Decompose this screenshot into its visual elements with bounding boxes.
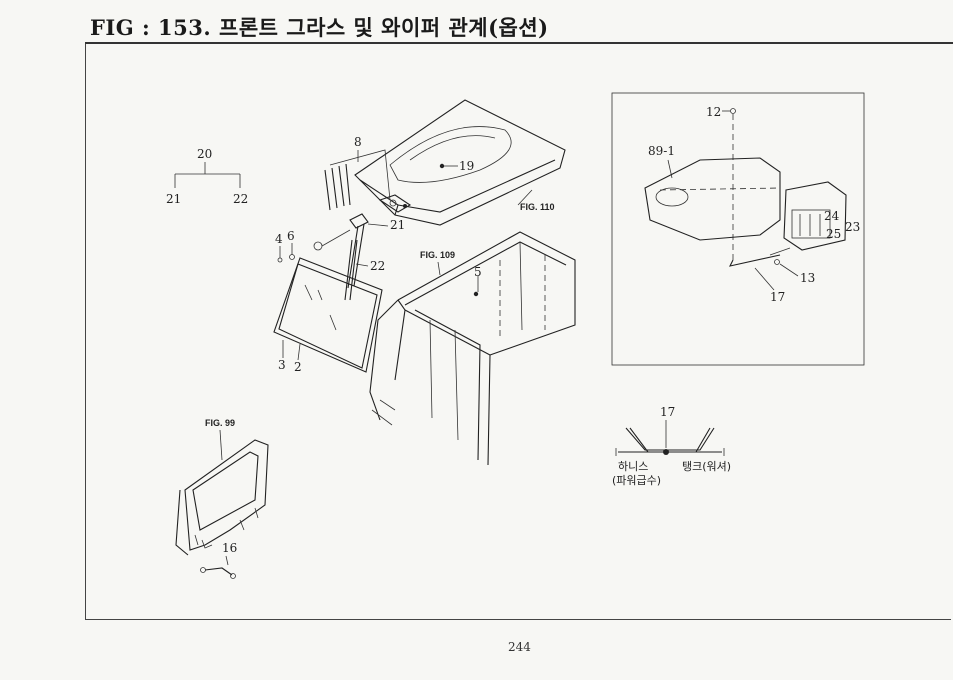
- callout-4-6: 4 6: [275, 229, 351, 263]
- callout-4: 4: [275, 232, 283, 246]
- svg-text:19: 19: [459, 159, 474, 173]
- wiper-arm-and-blade: 21 22: [344, 213, 405, 301]
- callout-12: 12: [706, 105, 721, 119]
- label-harness: 하니스: [618, 459, 648, 473]
- callout-16: 16: [222, 541, 237, 555]
- callout-21-legend: 21: [166, 192, 181, 206]
- callout-25: 25: [826, 227, 841, 241]
- callout-8: 8: [354, 135, 362, 149]
- wiper-motor-assembly: 8: [324, 135, 412, 213]
- callout-22: 22: [370, 259, 385, 273]
- callout-21: 21: [390, 218, 405, 232]
- page-title: FIG : 153. 프론트 그라스 및 와이퍼 관계(옵션): [90, 15, 549, 40]
- callout-5: 5: [474, 265, 482, 279]
- callout-19: 19: [439, 159, 474, 173]
- callout-13: 13: [800, 271, 815, 285]
- callout-6: 6: [287, 229, 295, 243]
- callout-17-harness: 17: [660, 405, 675, 419]
- fig-110-ref: FIG. 110: [520, 202, 555, 212]
- callout-22-legend: 22: [233, 192, 248, 206]
- title-rule: [85, 42, 953, 44]
- callout-24: 24: [824, 209, 840, 223]
- diagram-frame: [85, 44, 951, 620]
- fig-99-ref: FIG. 99: [205, 418, 235, 428]
- callout-20: 20: [197, 147, 212, 161]
- washer-inset-panel: 12 89-1 24 23 25 13 17: [611, 92, 865, 366]
- front-glass: 3 2: [273, 257, 383, 374]
- fig-109-ref: FIG. 109: [420, 250, 455, 260]
- callout-3: 3: [278, 358, 286, 372]
- label-washer-tank: 탱크(워셔): [682, 460, 731, 473]
- page-number: 244: [508, 640, 531, 654]
- cabin-frame: FIG. 109 5: [369, 231, 576, 466]
- callout-23: 23: [845, 220, 860, 234]
- callout-89-1: 89-1: [648, 144, 675, 158]
- callout-group-20: 20 21 22: [166, 147, 248, 206]
- roof-panel: FIG. 110: [354, 99, 566, 226]
- callout-2: 2: [294, 360, 302, 374]
- harness-detail: 17 하니스 (파워급수) 탱크(워셔): [612, 405, 731, 487]
- label-power-supply: (파워급수): [612, 474, 661, 487]
- cabin-front-panel: FIG. 99 16: [175, 418, 269, 579]
- callout-17-inset: 17: [770, 290, 785, 304]
